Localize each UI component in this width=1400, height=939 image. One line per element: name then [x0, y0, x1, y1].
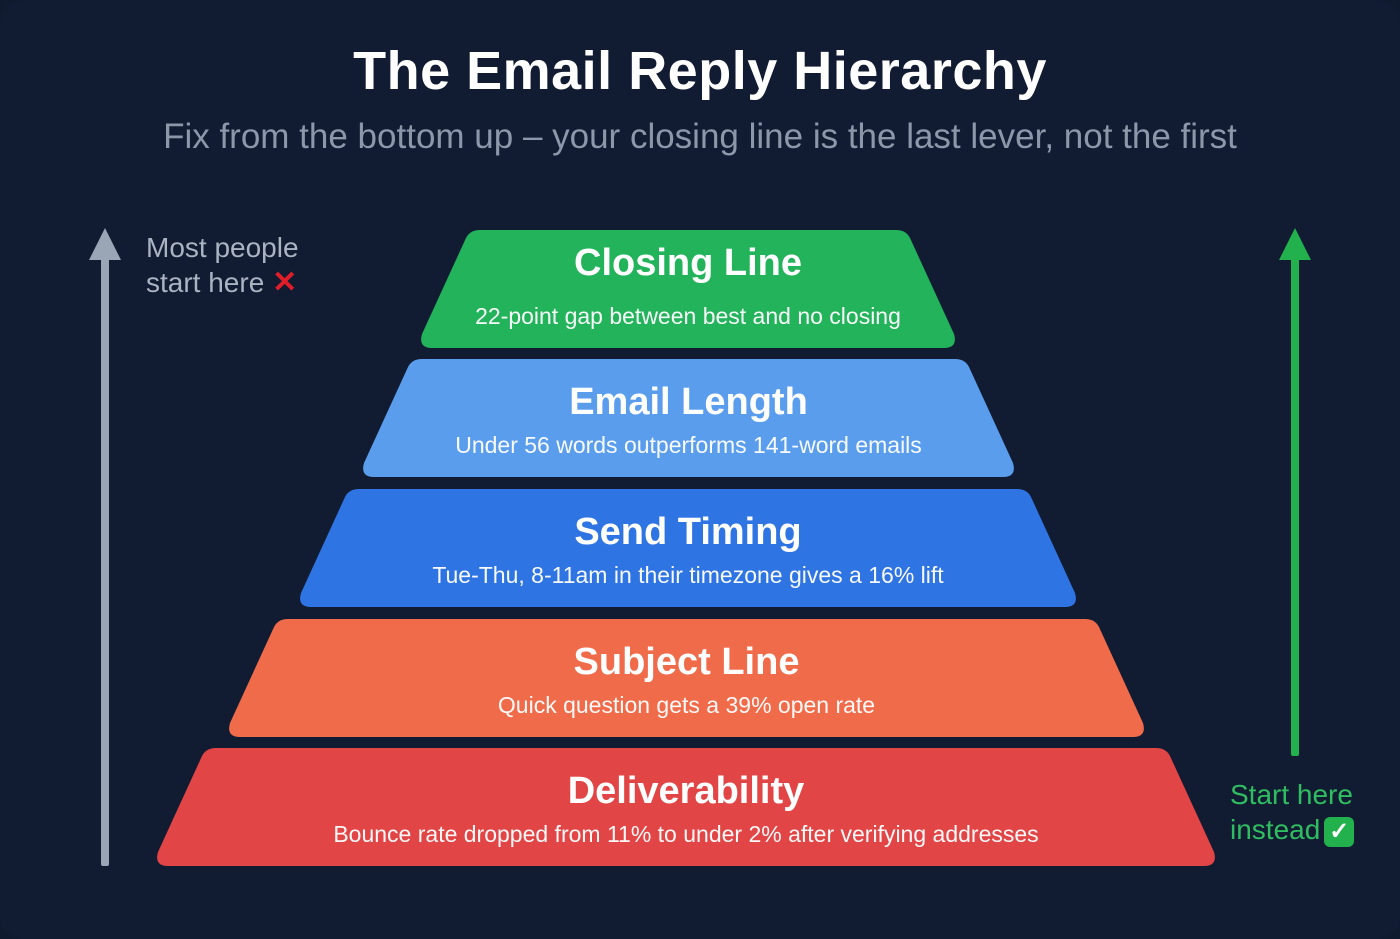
tier-title: Email Length: [569, 381, 808, 423]
tier-send-timing: Send Timing Tue-Thu, 8-11am in their tim…: [297, 489, 1079, 607]
most-people-line2: start here: [146, 267, 265, 298]
tier-email-length: Email Length Under 56 words outperforms …: [360, 359, 1017, 477]
tier-subject-line: Subject Line Quick question gets a 39% o…: [226, 619, 1147, 737]
up-arrow-right-icon: [1279, 228, 1311, 756]
most-people-note: Most people start here ✕: [146, 230, 299, 300]
tier-closing-line: Closing Line 22-point gap between best a…: [418, 230, 958, 348]
tier-description: Bounce rate dropped from 11% to under 2%…: [333, 821, 1039, 847]
tier-shape: [363, 359, 1014, 477]
tier-description: 22-point gap between best and no closing: [475, 303, 901, 329]
tier-title: Deliverability: [567, 770, 805, 812]
tier-description: Under 56 words outperforms 141-word emai…: [455, 432, 922, 458]
up-arrow-left-icon: [89, 228, 121, 866]
check-mark-icon: ✓: [1324, 816, 1355, 847]
page-title: The Email Reply Hierarchy: [353, 41, 1047, 101]
tier-description: Tue-Thu, 8-11am in their timezone gives …: [432, 562, 944, 588]
tier-description: Quick question gets a 39% open rate: [497, 692, 876, 718]
tier-shape: [300, 489, 1076, 607]
cross-mark-icon: ✕: [272, 266, 298, 299]
tier-shape: [229, 619, 1144, 737]
tier-title: Closing Line: [574, 242, 802, 284]
tier-deliverability: Deliverability Bounce rate dropped from …: [154, 748, 1218, 866]
page-subtitle: Fix from the bottom up – your closing li…: [163, 117, 1237, 156]
tier-shape: [157, 748, 1215, 866]
tier-title: Send Timing: [574, 511, 802, 553]
start-here-line1: Start here: [1230, 779, 1353, 810]
most-people-line1: Most people: [146, 232, 299, 263]
start-here-note: Start here instead✓: [1230, 777, 1355, 847]
start-here-line2: instead: [1230, 814, 1321, 845]
tier-shape: [421, 230, 955, 348]
tier-title: Subject Line: [573, 641, 800, 683]
